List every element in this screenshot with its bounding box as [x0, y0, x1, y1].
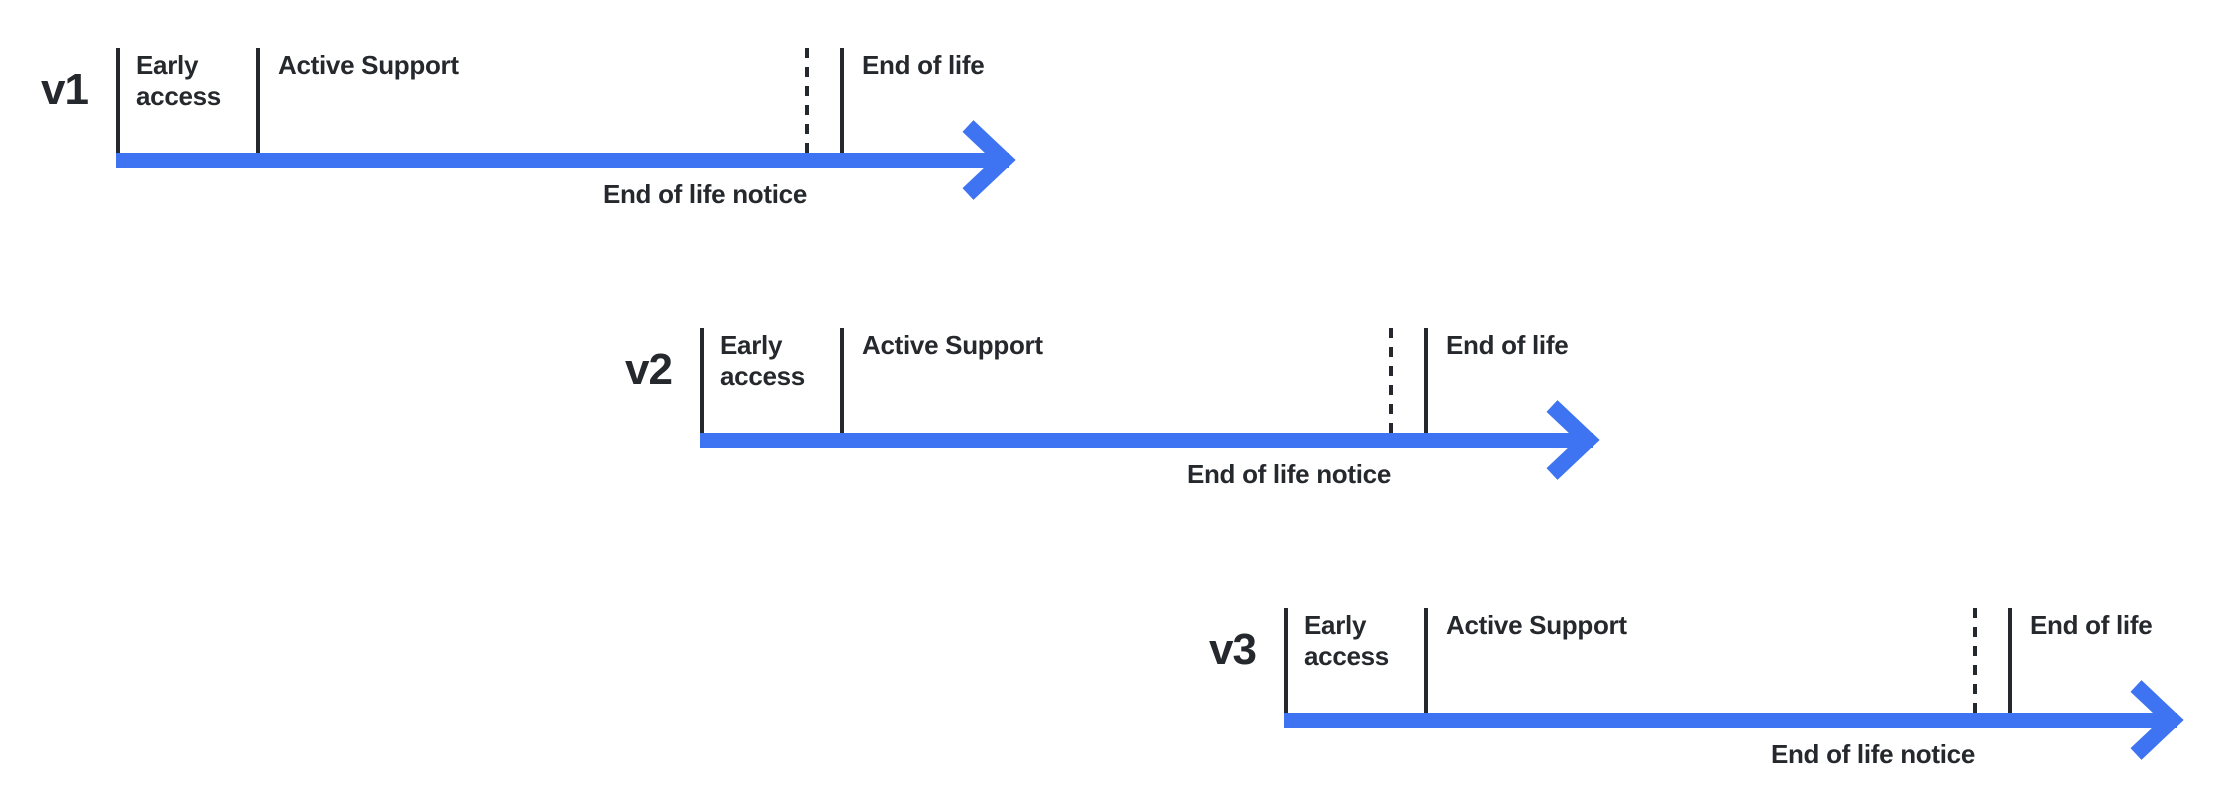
end-of-life-notice-label: End of life notice	[1770, 739, 1975, 769]
version-label: v2	[625, 345, 673, 394]
timeline-arrow-bar	[116, 153, 1009, 168]
version-label: v3	[1209, 625, 1257, 674]
end-of-life-label: End of life	[862, 50, 985, 80]
early-access-start-tick	[700, 328, 704, 433]
end-of-life-tick	[1424, 328, 1428, 433]
early-access-label: Early access	[720, 330, 805, 391]
end-of-life-notice-label: End of life notice	[1186, 459, 1391, 489]
timeline-row-v3: v3 Early access Active Support End of li…	[1168, 608, 2228, 812]
active-support-start-tick	[840, 328, 844, 433]
early-access-label: Early access	[1304, 610, 1389, 671]
end-of-life-tick	[2008, 608, 2012, 713]
end-of-life-notice-dashed-tick	[1389, 328, 1393, 433]
timeline-row-v1: v1 Early access Active Support End of li…	[0, 48, 1060, 278]
end-of-life-label: End of life	[1446, 330, 1569, 360]
timeline-arrow-bar	[700, 433, 1593, 448]
end-of-life-notice-dashed-tick	[805, 48, 809, 153]
end-of-life-tick	[840, 48, 844, 153]
active-support-label: Active Support	[1446, 610, 1627, 640]
active-support-start-tick	[256, 48, 260, 153]
early-access-label: Early access	[136, 50, 221, 111]
arrowhead-icon	[962, 120, 1016, 200]
arrowhead-icon	[2130, 680, 2184, 760]
active-support-label: Active Support	[278, 50, 459, 80]
early-access-start-tick	[1284, 608, 1288, 713]
end-of-life-notice-dashed-tick	[1973, 608, 1977, 713]
end-of-life-notice-label: End of life notice	[602, 179, 807, 209]
arrowhead-icon	[1546, 400, 1600, 480]
version-label: v1	[41, 65, 89, 114]
timeline-arrow-bar	[1284, 713, 2177, 728]
timeline-row-v2: v2 Early access Active Support End of li…	[584, 328, 1644, 558]
end-of-life-label: End of life	[2030, 610, 2153, 640]
early-access-start-tick	[116, 48, 120, 153]
active-support-start-tick	[1424, 608, 1428, 713]
active-support-label: Active Support	[862, 330, 1043, 360]
